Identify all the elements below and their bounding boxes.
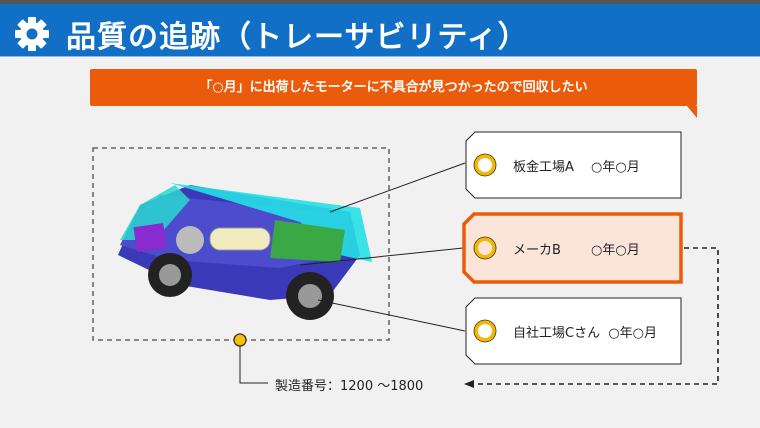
- page-title: 品質の追跡（トレーサビリティ）: [66, 20, 529, 55]
- product-frame: [92, 147, 390, 341]
- tag-label: メーカB ○年○月: [513, 242, 640, 258]
- tag-label: 自社工場Cさん ○年○月: [513, 325, 658, 341]
- tag-maker-b: メーカB ○年○月: [462, 212, 684, 284]
- tag-sheet-metal-factory: 板金工場A ○年○月: [465, 131, 682, 199]
- callout-banner: 「○月」に出荷したモーターに不具合が見つかったので回収したい: [90, 69, 697, 106]
- serial-marker: [233, 333, 247, 347]
- header: 品質の追跡（トレーサビリティ）: [0, 4, 760, 57]
- callout-tail: [687, 106, 697, 118]
- tag-label: 板金工場A ○年○月: [513, 159, 640, 175]
- car-illustration: [118, 183, 372, 320]
- trace-arrow: [472, 247, 719, 385]
- top-bar: [0, 0, 760, 4]
- tag-own-factory-c: 自社工場Cさん ○年○月: [465, 297, 682, 365]
- gear-icon: [15, 17, 49, 51]
- serial-number-range: 製造番号：1200 ～1800: [275, 379, 424, 394]
